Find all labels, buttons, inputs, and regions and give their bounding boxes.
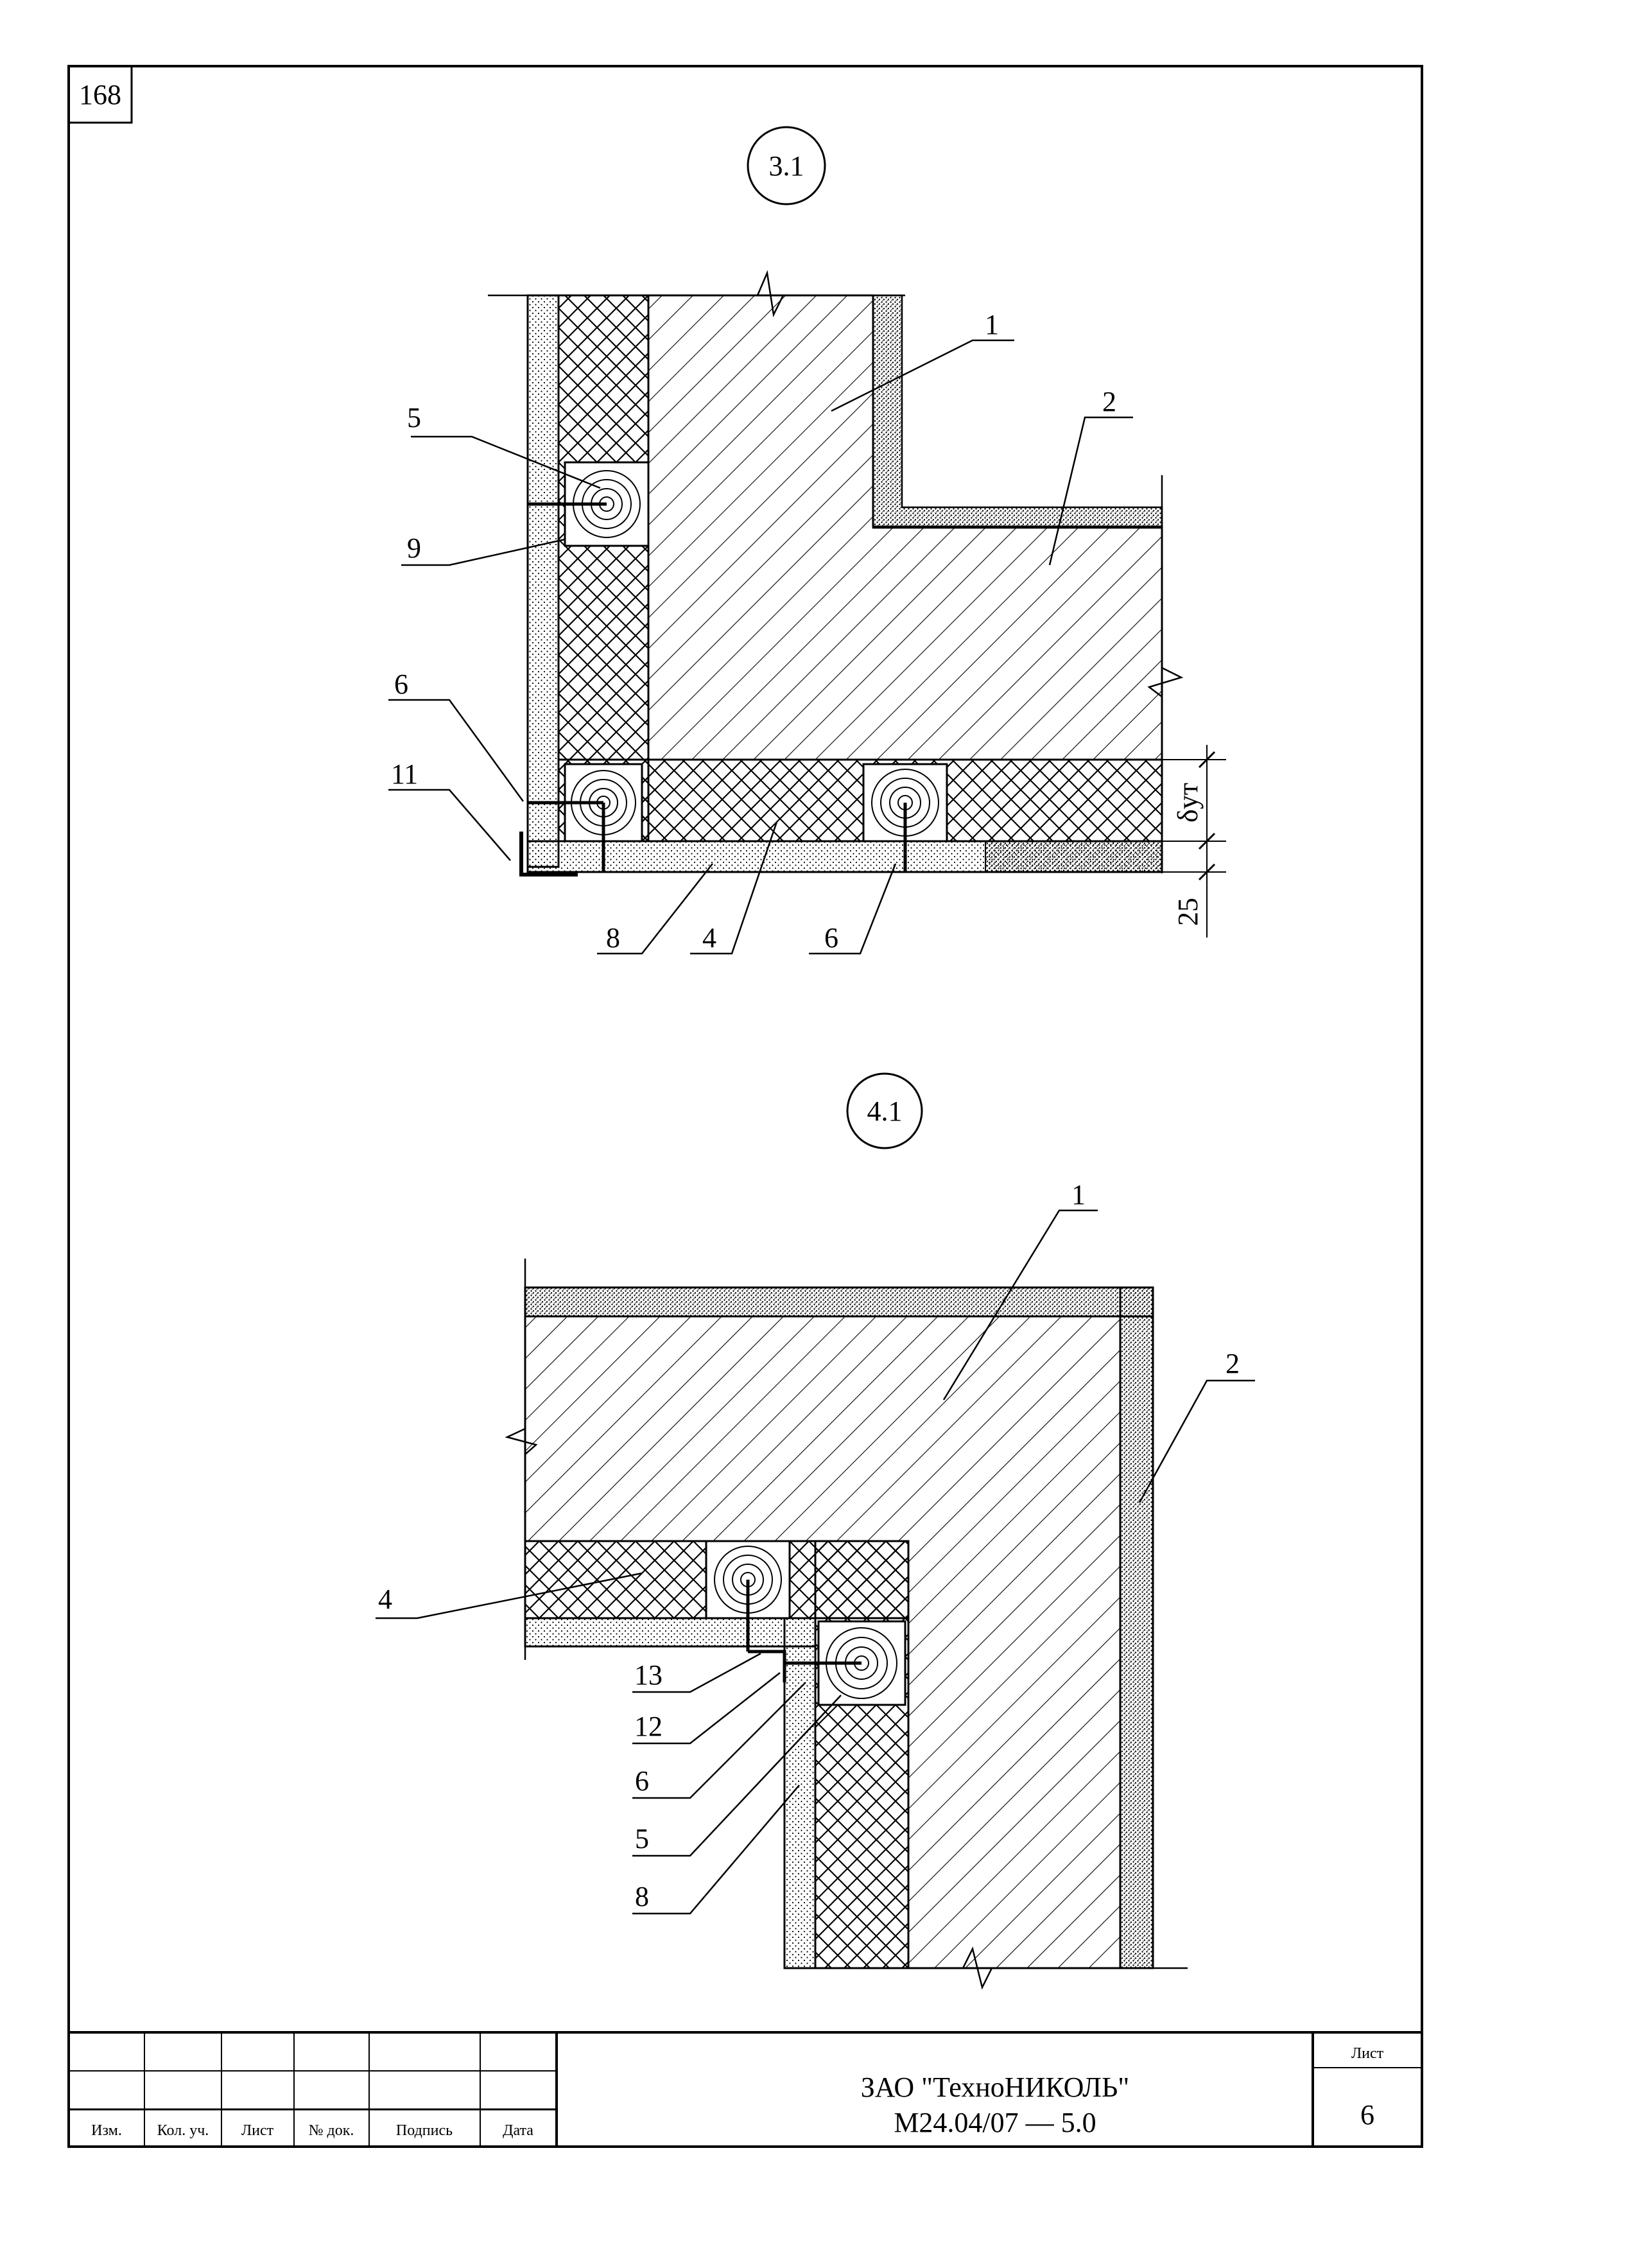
callout-2-4-1: 2 bbox=[1226, 1348, 1240, 1379]
callout-4-4-1: 4 bbox=[378, 1583, 392, 1615]
leaders-3-1 bbox=[388, 339, 1133, 955]
detail-4-1: 4.1 bbox=[376, 1072, 1255, 1990]
plaster-top-4-1 bbox=[524, 1286, 1154, 1318]
callout-8-4-1: 8 bbox=[635, 1881, 649, 1912]
anchor-corner-3-1 bbox=[528, 763, 643, 872]
title-block: Изм. Кол. уч. Лист № док. Подпись Дата З… bbox=[69, 2031, 1422, 2147]
callout-8-3-1: 8 bbox=[606, 922, 620, 954]
leaders-4-1 bbox=[376, 1209, 1255, 1915]
dimension-chain-3-1 bbox=[1162, 745, 1226, 938]
column-header-data: Дата bbox=[503, 2122, 533, 2139]
column-header-list: Лист bbox=[241, 2122, 274, 2139]
column-header-podpis: Подпись bbox=[396, 2122, 453, 2139]
callout-5-4-1: 5 bbox=[635, 1823, 649, 1854]
anchor-5-upper-3-1 bbox=[528, 461, 650, 547]
callout-1-4-1: 1 bbox=[1071, 1179, 1086, 1210]
anchor-slab-3-1 bbox=[862, 763, 948, 872]
organization-name: ЗАО "ТехноНИКОЛЬ" bbox=[861, 2072, 1130, 2103]
callout-6-4-1: 6 bbox=[635, 1765, 649, 1797]
plaster-horizontal-4-1 bbox=[524, 1617, 817, 1648]
detail-marker-3-1 bbox=[747, 126, 826, 205]
plaster-layer-3-1 bbox=[872, 294, 1163, 529]
callout-13-4-1: 13 bbox=[634, 1659, 663, 1691]
column-header-no-dok: № док. bbox=[309, 2122, 354, 2139]
plaster-vertical-3-1 bbox=[526, 294, 560, 868]
callout-6-3-1: 6 bbox=[394, 668, 408, 700]
plaster-right-4-1 bbox=[1119, 1286, 1154, 1969]
callout-11-3-1: 11 bbox=[391, 758, 418, 790]
corner-profile-4-1 bbox=[748, 1650, 786, 1682]
break-line-right-3-1 bbox=[1147, 475, 1184, 873]
break-line-left-4-1 bbox=[505, 1259, 538, 1660]
sheet-number: 6 bbox=[1360, 2099, 1374, 2131]
column-header-kol-uch: Кол. уч. bbox=[157, 2122, 209, 2139]
document-code: М24.04/07 — 5.0 bbox=[894, 2107, 1096, 2138]
detail-id-3-1: 3.1 bbox=[769, 150, 804, 182]
insulation-vertical-4-1 bbox=[814, 1540, 910, 1969]
callout-6b-3-1: 6 bbox=[824, 922, 838, 954]
callout-5-3-1: 5 bbox=[407, 402, 421, 433]
detail-id-4-1: 4.1 bbox=[867, 1095, 903, 1127]
callout-1-3-1: 1 bbox=[985, 309, 999, 340]
dimension-insulation-thickness: δут bbox=[1172, 783, 1204, 823]
callout-4-3-1: 4 bbox=[702, 922, 716, 954]
page-number-box bbox=[67, 65, 133, 124]
anchor-horizontal-4-1 bbox=[705, 1540, 791, 1652]
insulation-horizontal-3-1 bbox=[557, 758, 1163, 842]
page-number: 168 bbox=[79, 79, 121, 110]
break-line-bottom-4-1 bbox=[784, 1946, 1188, 1990]
sheet-label: Лист bbox=[1351, 2045, 1384, 2062]
detail-marker-4-1 bbox=[846, 1072, 923, 1149]
detail-3-1: 3.1 bbox=[388, 126, 1226, 955]
plaster-dense-end-3-1 bbox=[985, 841, 1163, 873]
break-line-top-3-1 bbox=[488, 270, 905, 318]
corner-profile-3-1 bbox=[519, 832, 578, 877]
callout-2-3-1: 2 bbox=[1102, 386, 1116, 417]
column-header-izm: Изм. bbox=[91, 2122, 122, 2139]
dimension-plaster-thickness: 25 bbox=[1172, 898, 1204, 926]
sheet-frame bbox=[67, 65, 1423, 2148]
callout-9-3-1: 9 bbox=[407, 532, 421, 564]
anchor-vertical-4-1 bbox=[783, 1620, 906, 1706]
callout-12-4-1: 12 bbox=[634, 1711, 663, 1742]
plaster-vertical-4-1 bbox=[783, 1617, 817, 1969]
